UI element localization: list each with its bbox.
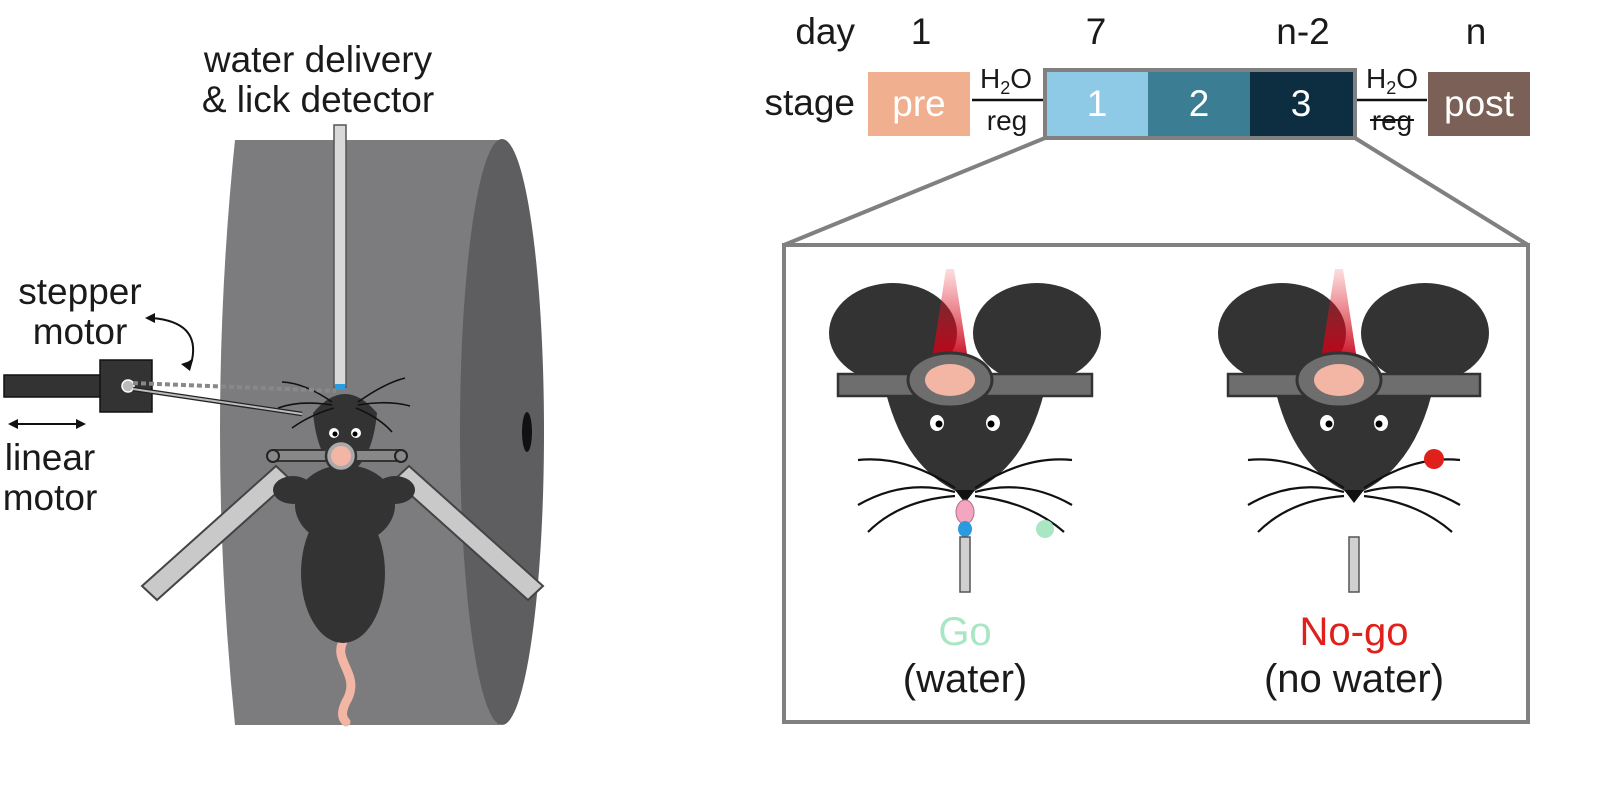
h2o-right: H2O — [1366, 63, 1418, 98]
linear-label-line2: motor — [3, 477, 98, 518]
stage-pre-label: pre — [892, 83, 945, 124]
day-7: 7 — [1086, 11, 1107, 52]
go-mouse — [829, 269, 1101, 593]
day-n-2: n-2 — [1276, 11, 1329, 52]
stage-1-label: 1 — [1087, 83, 1108, 124]
stages-outline — [1043, 68, 1357, 140]
nogo-sublabel: (no water) — [1264, 657, 1444, 701]
stage-post-label: post — [1444, 83, 1515, 124]
water-drop — [335, 384, 345, 390]
stage-2-label: 2 — [1189, 83, 1210, 124]
h2o-left: H2O — [980, 63, 1032, 98]
water-label-line1: water delivery — [203, 39, 433, 80]
go-sublabel: (water) — [903, 657, 1027, 701]
stage-post — [1428, 72, 1530, 136]
stage-1 — [1047, 72, 1148, 136]
stepper-label-line2: motor — [33, 311, 128, 352]
rotation-arrow-icon — [151, 317, 195, 364]
stage-3 — [1250, 72, 1353, 136]
stepper-motor — [99, 359, 337, 417]
zoom-callout — [782, 136, 1530, 724]
day-n: n — [1466, 11, 1487, 52]
stage-pre — [868, 72, 970, 136]
nogo-label: No-go — [1300, 610, 1409, 654]
treadmill-wheel — [220, 139, 544, 725]
rotation-arrowhead-icon — [145, 313, 155, 323]
day-label: day — [795, 11, 855, 52]
nogo-mouse — [1218, 269, 1489, 593]
stage-2 — [1148, 72, 1250, 136]
head-fixation-arms — [140, 464, 545, 602]
mouse-top-view — [266, 377, 415, 727]
day-1: 1 — [911, 11, 932, 52]
go-label: Go — [938, 610, 991, 654]
stepper-label-line1: stepper — [18, 271, 141, 312]
water-label-line2: & lick detector — [202, 79, 434, 120]
linear-label-line1: linear — [5, 437, 96, 478]
rotation-arrowhead-2-icon — [181, 360, 193, 371]
stage-3-label: 3 — [1291, 83, 1312, 124]
linear-motor-rod — [3, 374, 103, 398]
linear-arrow-icon — [8, 419, 86, 429]
water-tube — [333, 124, 347, 388]
stage-label: stage — [764, 82, 855, 123]
reg-left: reg — [987, 105, 1027, 136]
